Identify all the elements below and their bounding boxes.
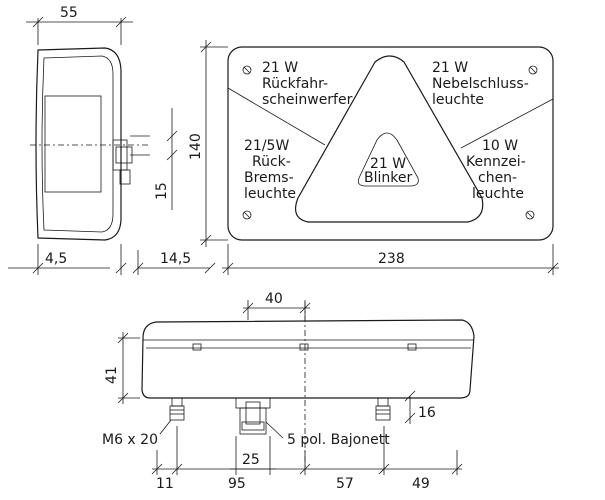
side-view (30, 47, 150, 241)
dim-top-offset: 40 (242, 291, 311, 320)
dim-width: 238 (222, 244, 559, 275)
stop-line3: leuchte (244, 186, 296, 202)
dim-16-label: 16 (418, 405, 436, 421)
dim-55-label: 55 (60, 5, 78, 21)
stop-line2: Brems- (244, 170, 294, 186)
bolt-label: M6 x 20 (102, 432, 158, 448)
reverse-line1: Rückfahr- (262, 76, 328, 92)
dim-41-label: 41 (104, 366, 120, 384)
dim-bottom-chain: 11 95 57 49 (151, 426, 463, 492)
dim-connector-width: 25 (230, 436, 276, 475)
dim-side-depth: 55 (26, 5, 133, 45)
dim-95-label: 95 (228, 476, 246, 492)
bottom-labels: M6 x 20 5 pol. Bajonett (102, 419, 390, 448)
screw-bottom-right (525, 210, 535, 220)
dim-side-offsets: 4,5 14,5 (8, 244, 216, 275)
dim-bottom-height: 41 (104, 332, 140, 404)
reverse-watt: 21 W (262, 60, 298, 76)
reverse-line2: scheinwerfer (262, 92, 353, 108)
plate-watt: 10 W (482, 138, 518, 154)
dim-49-label: 49 (412, 476, 430, 492)
dim-140-label: 140 (188, 133, 204, 160)
dim-40-label: 40 (265, 291, 283, 307)
plate-line2: chen- (478, 170, 517, 186)
bottom-view (141, 302, 475, 470)
dim-height: 140 (188, 40, 228, 247)
plate-line1: Kennzei- (466, 154, 526, 170)
dim-238-label: 238 (378, 251, 405, 267)
dim-25-label: 25 (242, 452, 260, 468)
dim-15-label: 15 (154, 182, 170, 200)
fog-watt: 21 W (432, 60, 468, 76)
plate-line3: leuchte (472, 186, 524, 202)
connector-label: 5 pol. Bajonett (287, 432, 390, 448)
dim-57-label: 57 (336, 476, 354, 492)
screw-top-right (528, 65, 538, 75)
dim-bracket-height: 15 (154, 108, 178, 210)
stop-line1: Rück- (252, 154, 291, 170)
indicator-line1: Blinker (364, 170, 412, 186)
dim-11-label: 11 (156, 476, 174, 492)
fog-line2: leuchte (432, 92, 484, 108)
dim-14-5-label: 14,5 (160, 251, 191, 267)
dim-stud-length: 16 (404, 390, 436, 424)
screw-top-left (242, 65, 252, 75)
fog-line1: Nebelschluss- (432, 76, 529, 92)
stop-watt: 21/5W (244, 138, 289, 154)
front-view: 21 W Rückfahr- scheinwerfer 21 W Nebelsc… (227, 46, 554, 241)
dim-4-5-label: 4,5 (45, 251, 67, 267)
indicator-watt: 21 W (370, 156, 406, 172)
screw-bottom-left (242, 210, 252, 220)
